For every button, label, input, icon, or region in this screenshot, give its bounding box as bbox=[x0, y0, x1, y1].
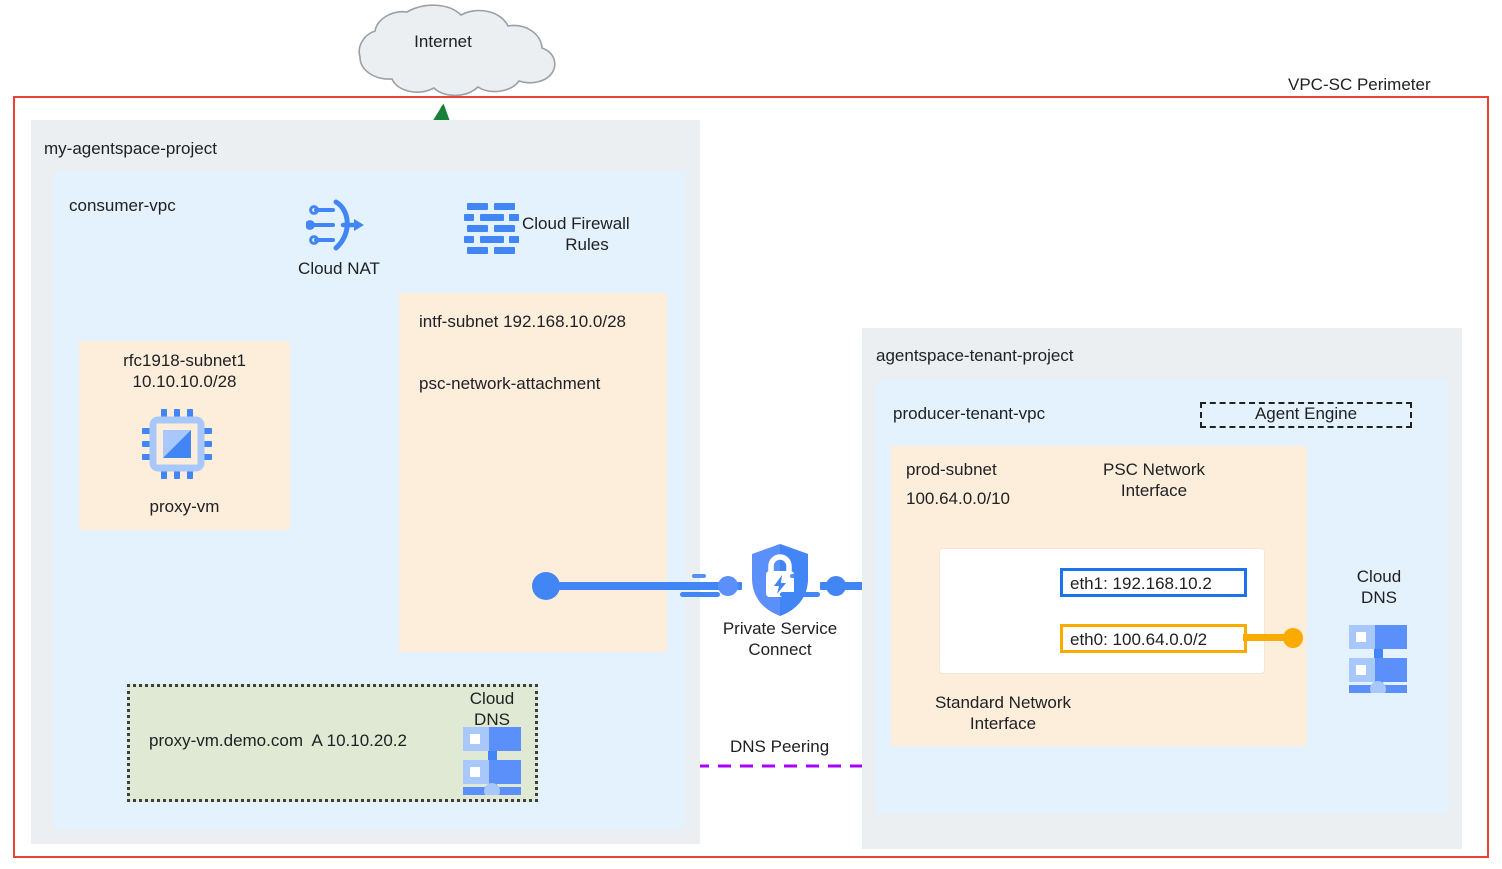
prod-subnet-cidr: 100.64.0.0/10 bbox=[906, 489, 1010, 508]
consumer-vpc-label: consumer-vpc bbox=[69, 196, 176, 215]
internet-cloud-icon bbox=[358, 4, 556, 97]
vpc-sc-perimeter-box bbox=[13, 96, 1489, 858]
psc-node-left-dot bbox=[718, 576, 738, 596]
psc-network-attachment-label: psc-network-attachment bbox=[419, 374, 601, 393]
rfc1918-subnet-name: rfc1918-subnet1 bbox=[123, 351, 246, 370]
dns-peering-label: DNS Peering bbox=[730, 737, 830, 756]
proxy-vm-label: proxy-vm bbox=[149, 497, 220, 516]
agent-engine-box bbox=[1200, 402, 1412, 428]
consumer-project-label: my-agentspace-project bbox=[44, 139, 217, 158]
cloud-firewall-label-line2: Rules bbox=[565, 235, 609, 255]
cloud-nat-icon bbox=[305, 196, 368, 259]
cloud-dns-icon bbox=[1347, 625, 1409, 698]
standard-annotation-line1: Standard Network bbox=[934, 693, 1072, 712]
psc-attachment-endpoint-dot bbox=[532, 572, 560, 600]
internet-label: Internet bbox=[414, 32, 472, 51]
psc-tick-marks bbox=[680, 574, 820, 597]
tenant-project-label: agentspace-tenant-project bbox=[876, 346, 1074, 365]
intf-subnet-box bbox=[399, 293, 667, 652]
agent-engine-label: Agent Engine bbox=[1254, 404, 1358, 423]
consumer-cloud-dns-line1: Cloud bbox=[469, 689, 515, 708]
rfc1918-subnet-cidr: 10.10.10.0/28 bbox=[132, 372, 237, 392]
psc-label-line2: Connect bbox=[748, 640, 812, 660]
cloud-firewall-label-line1: Cloud Firewall bbox=[522, 214, 630, 233]
consumer-cloud-dns-line2: DNS bbox=[474, 710, 510, 730]
standard-annotation-line2: Interface bbox=[969, 714, 1037, 734]
prod-subnet-name: prod-subnet bbox=[906, 460, 997, 479]
cloud-nat-label: Cloud NAT bbox=[298, 259, 380, 278]
eth1-interface[interactable]: eth1: 192.168.10.2 bbox=[1060, 568, 1247, 597]
intf-subnet-label: intf-subnet 192.168.10.0/28 bbox=[419, 312, 626, 331]
eth0-endpoint-dot bbox=[1283, 628, 1303, 648]
producer-tenant-vpc-label: producer-tenant-vpc bbox=[893, 404, 1046, 423]
psc-annotation-line1: PSC Network bbox=[1102, 460, 1206, 479]
psc-label-line1: Private Service bbox=[722, 619, 838, 638]
dns-a-record-label: proxy-vm.demo.com A 10.10.20.2 bbox=[149, 731, 407, 750]
psc-line-consumer-side bbox=[545, 582, 742, 590]
eth0-to-dns-line bbox=[1243, 634, 1291, 641]
tenant-cloud-dns-line2: DNS bbox=[1361, 588, 1397, 608]
tenant-cloud-dns-line1: Cloud bbox=[1356, 567, 1402, 586]
cloud-firewall-icon bbox=[464, 203, 520, 260]
psc-shield-lock-icon bbox=[748, 542, 812, 623]
cloud-dns-icon bbox=[461, 727, 523, 800]
vpc-sc-perimeter-label: VPC-SC Perimeter bbox=[1288, 75, 1431, 94]
eth0-interface[interactable]: eth0: 100.64.0.0/2 bbox=[1060, 624, 1247, 653]
psc-node-right-dot bbox=[826, 576, 846, 596]
psc-annotation-line2: Interface bbox=[1120, 481, 1188, 501]
compute-vm-chip-icon bbox=[142, 409, 212, 484]
rfc1918-subnet-label: rfc1918-subnet1 10.10.10.0/28 bbox=[79, 350, 290, 393]
